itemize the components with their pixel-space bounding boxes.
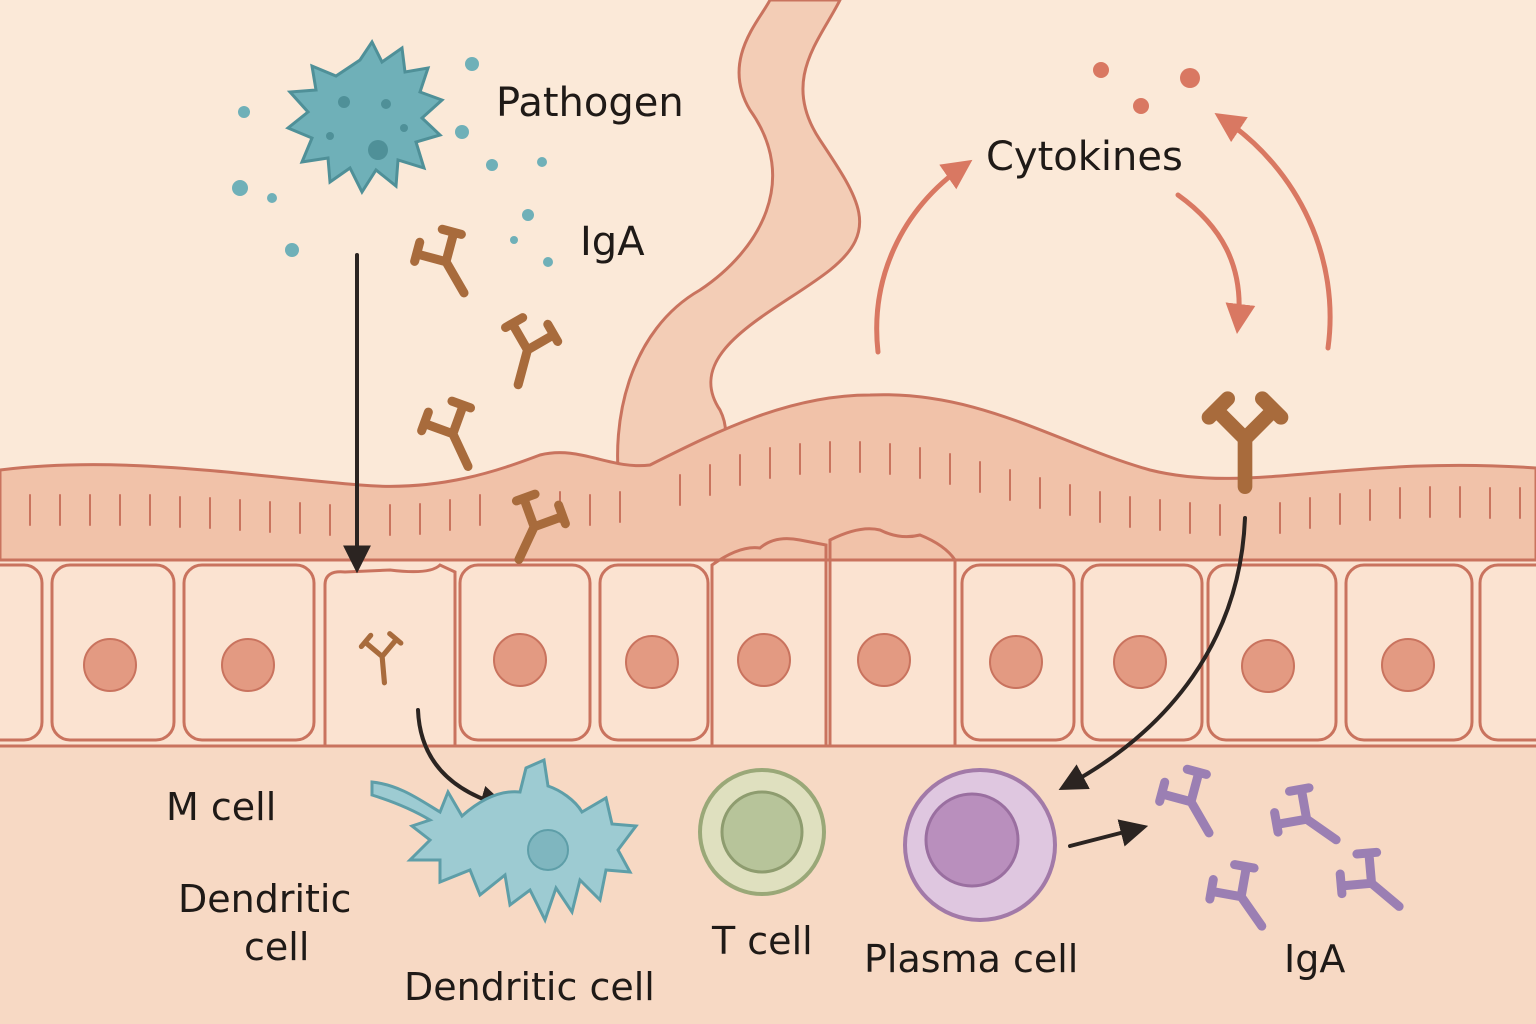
pathogen-particles — [232, 57, 553, 267]
mucus-layer — [0, 393, 1536, 570]
label-cytokines: Cytokines — [986, 134, 1183, 180]
nuclei — [83, 633, 1435, 693]
label-dendritic-left-2: cell — [244, 925, 309, 969]
label-t-cell: T cell — [711, 919, 813, 963]
villus — [616, 0, 862, 492]
label-pathogen: Pathogen — [496, 80, 684, 126]
label-iga-top: IgA — [580, 219, 645, 265]
cytokine-dot-icon — [1093, 62, 1200, 114]
plasma-cell-icon — [903, 768, 1057, 922]
epithelial-cells — [0, 527, 1536, 746]
label-m-cell: M cell — [166, 785, 276, 829]
microvilli — [29, 441, 1521, 536]
label-plasma-cell: Plasma cell — [864, 937, 1078, 981]
label-dendritic-cell: Dendritic cell — [404, 965, 655, 1009]
transport-arrows — [343, 253, 1247, 848]
plasma-secretion-arrow — [1068, 819, 1149, 848]
iga-to-plasma-arrow — [1058, 516, 1247, 790]
label-iga-bottom: IgA — [1284, 937, 1345, 981]
label-dendritic-left-1: Dendritic — [178, 877, 351, 921]
dendritic-cell-icon — [370, 757, 639, 924]
pathogen-icon — [285, 39, 445, 196]
cytokine-arrows — [874, 113, 1333, 355]
t-cell-icon — [698, 768, 826, 896]
